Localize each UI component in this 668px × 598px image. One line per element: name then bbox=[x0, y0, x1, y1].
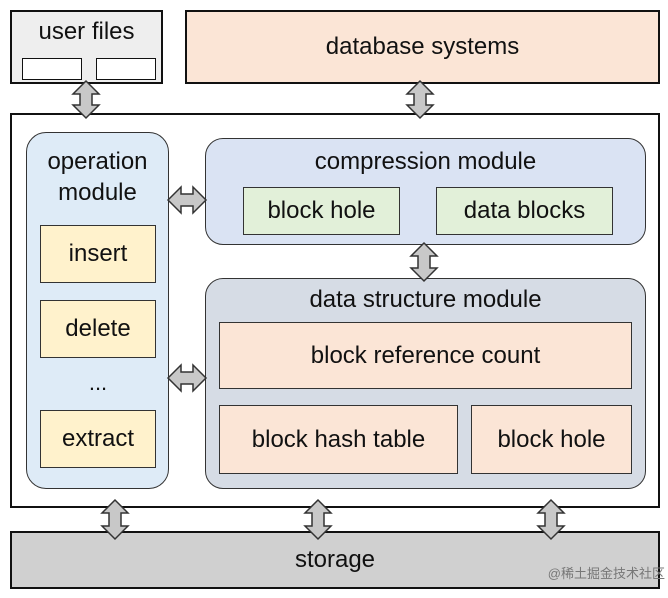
operation-insert-label: insert bbox=[68, 240, 128, 268]
arrow-compression-datastructure bbox=[409, 241, 439, 283]
operation-ellipsis-label: ... bbox=[88, 370, 108, 396]
arrow-container-storage-right bbox=[536, 498, 566, 541]
compression-module-title: compression module bbox=[314, 148, 537, 175]
block-hash-table: block hash table bbox=[219, 405, 458, 474]
arrow-database-container bbox=[405, 79, 435, 120]
arrow-operation-compression bbox=[166, 185, 208, 215]
watermark-text: @稀土掘金技术社区 bbox=[547, 566, 665, 581]
data-structure-module-title: data structure module bbox=[309, 286, 542, 313]
operation-extract-label: extract bbox=[61, 425, 135, 453]
operation-delete: delete bbox=[40, 300, 156, 358]
storage-label: storage bbox=[294, 546, 376, 574]
file-icon bbox=[96, 58, 156, 80]
arrow-userfiles-container bbox=[71, 79, 101, 120]
operation-delete-label: delete bbox=[65, 315, 131, 343]
arrow-container-storage-left bbox=[100, 498, 130, 541]
compression-block-hole: block hole bbox=[243, 187, 400, 235]
operation-ellipsis: ... bbox=[40, 368, 156, 398]
operation-module-title: operation module bbox=[47, 148, 148, 207]
database-systems-box: database systems bbox=[185, 10, 660, 84]
block-reference-count-label: block reference count bbox=[310, 341, 541, 369]
arrow-operation-datastructure bbox=[166, 363, 208, 393]
storage-box: storage bbox=[10, 531, 660, 589]
operation-extract: extract bbox=[40, 410, 156, 468]
file-icon bbox=[22, 58, 82, 80]
compression-data-blocks: data blocks bbox=[436, 187, 613, 235]
data-structure-block-hole-label: block hole bbox=[497, 425, 606, 453]
user-files-box: user files bbox=[10, 10, 163, 84]
compression-block-hole-label: block hole bbox=[267, 197, 376, 225]
arrow-container-storage-middle bbox=[303, 498, 333, 541]
block-reference-count: block reference count bbox=[219, 322, 632, 389]
block-hash-table-label: block hash table bbox=[251, 425, 426, 453]
data-structure-block-hole: block hole bbox=[471, 405, 632, 474]
database-systems-label: database systems bbox=[325, 33, 520, 61]
user-files-label: user files bbox=[38, 18, 135, 45]
compression-data-blocks-label: data blocks bbox=[463, 197, 586, 225]
operation-insert: insert bbox=[40, 225, 156, 283]
